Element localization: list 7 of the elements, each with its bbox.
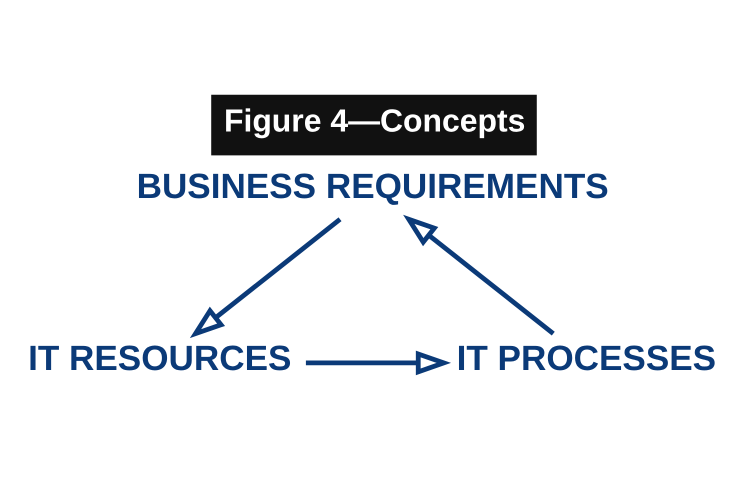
arrow <box>403 214 555 336</box>
arrow <box>306 350 452 376</box>
node-text: BUSINESS REQUIREMENTS <box>136 166 609 206</box>
diagram-title: Figure 4—Concepts <box>224 102 526 138</box>
node-text: IT PROCESSES <box>456 339 716 378</box>
node-text: IT RESOURCES <box>28 339 292 378</box>
arrow <box>190 217 342 338</box>
